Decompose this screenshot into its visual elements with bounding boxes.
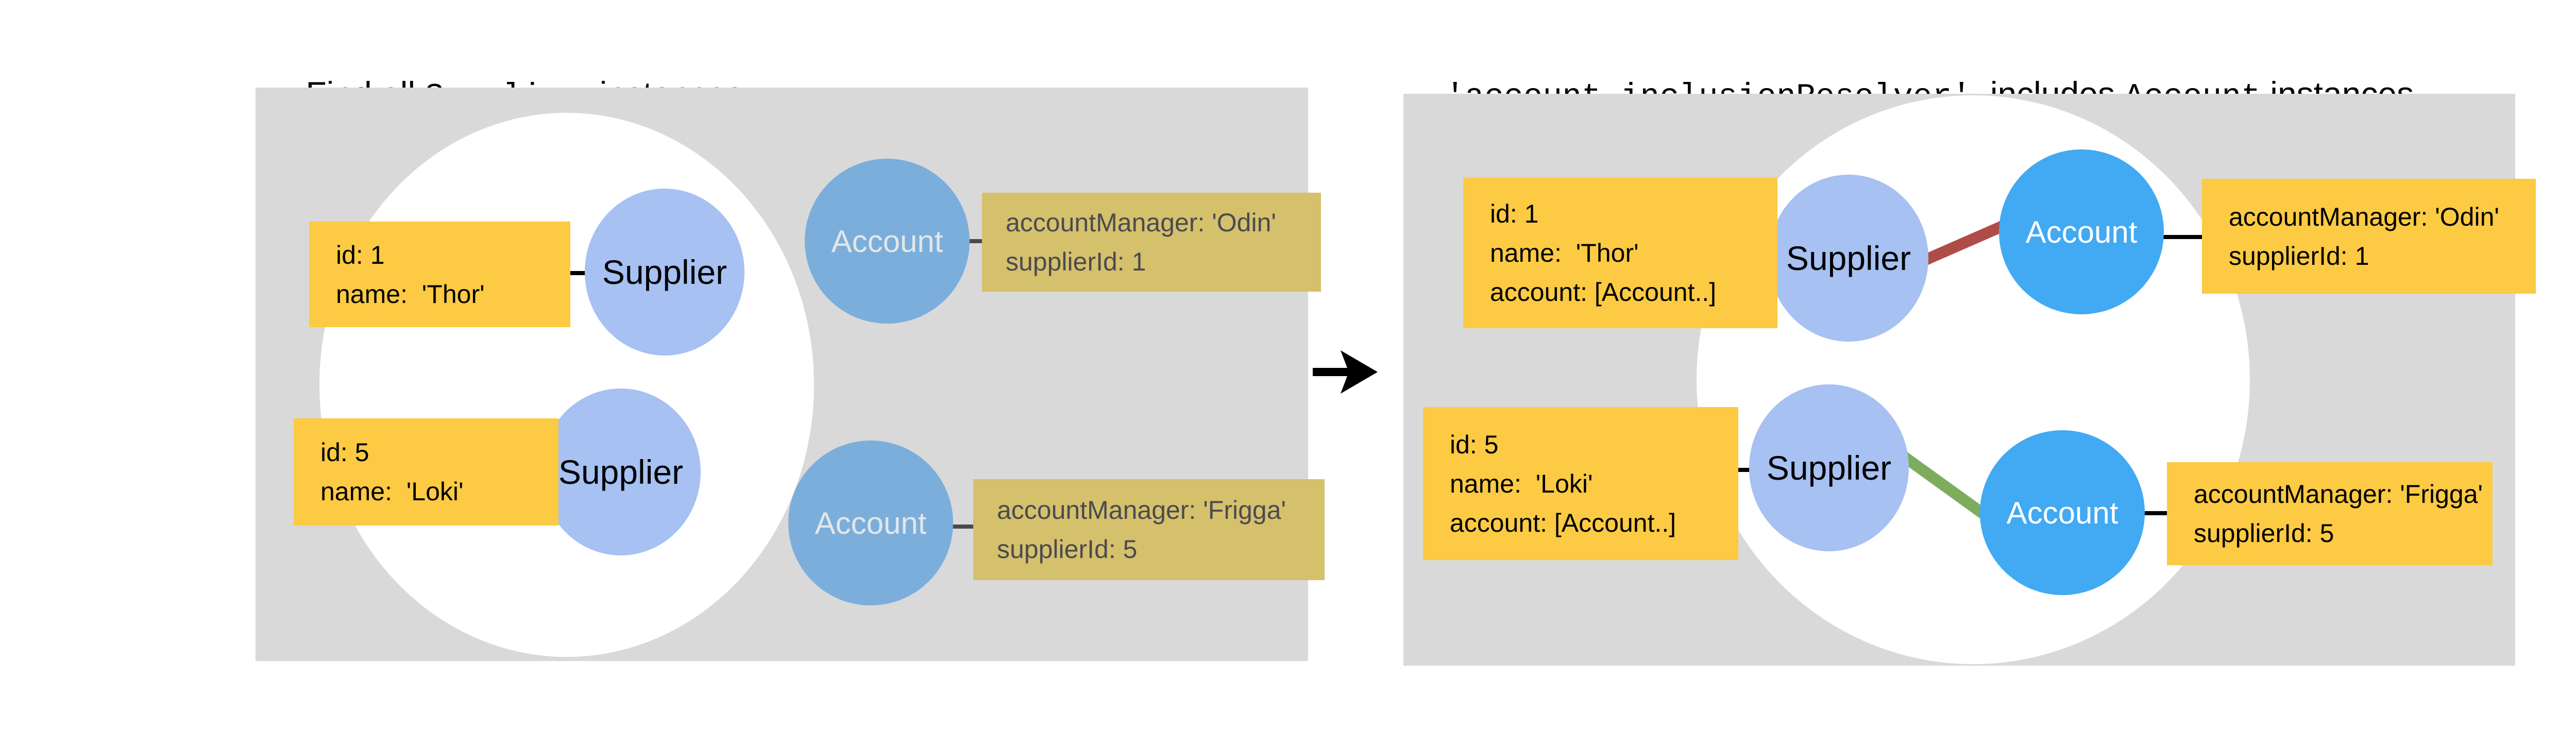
right-frigga-line2: supplierId: 5	[2194, 519, 2334, 548]
right-frigga-label: accountManager: 'Frigga' supplierId: 5	[2167, 462, 2493, 565]
right-supplier2-label: Supplier	[1766, 449, 1892, 487]
right-loki-line2: name: 'Loki'	[1450, 469, 1593, 498]
relation-edge-green	[1892, 446, 1997, 526]
left-account2-node: Account	[788, 441, 953, 605]
left-supplier2-label: Supplier	[558, 453, 684, 491]
right-supplier2-node: Supplier	[1749, 384, 1909, 551]
left-account1-label: Account	[831, 224, 943, 259]
right-supplier1-node: Supplier	[1769, 175, 1928, 342]
left-thor-label: id: 1 name: 'Thor'	[309, 222, 570, 327]
right-account2-node: Account	[1980, 430, 2145, 595]
left-frigga-label: accountManager: 'Frigga' supplierId: 5	[973, 479, 1325, 580]
right-thor-line3: account: [Account..]	[1490, 278, 1717, 307]
left-venn-ellipse	[319, 113, 814, 657]
right-account1-label: Account	[2025, 214, 2138, 249]
right-thor-label: id: 1 name: 'Thor' account: [Account..]	[1463, 178, 1777, 328]
right-odin-line2: supplierId: 1	[2229, 241, 2369, 270]
right-thor-line1: id: 1	[1490, 199, 1539, 228]
right-account1-node: Account	[1999, 149, 2164, 314]
left-loki-line2: name: 'Loki'	[320, 477, 464, 506]
left-account2-label: Account	[815, 505, 927, 540]
left-odin-line2: supplierId: 1	[1006, 247, 1146, 276]
left-thor-line2: name: 'Thor'	[336, 279, 485, 309]
right-odin-line1: accountManager: 'Odin'	[2229, 202, 2499, 231]
right-supplier1-label: Supplier	[1786, 239, 1911, 277]
arrow-right-icon	[1313, 350, 1378, 394]
left-account1-node: Account	[805, 159, 970, 324]
right-thor-line2: name: 'Thor'	[1490, 239, 1639, 267]
left-supplier2-node: Supplier	[541, 388, 701, 555]
right-loki-label: id: 5 name: 'Loki' account: [Account..]	[1423, 407, 1738, 560]
left-thor-line1: id: 1	[336, 240, 385, 269]
left-frigga-line2: supplierId: 5	[997, 535, 1138, 564]
left-loki-line1: id: 5	[320, 438, 369, 467]
right-frigga-line1: accountManager: 'Frigga'	[2194, 480, 2483, 509]
left-supplier1-node: Supplier	[585, 189, 744, 356]
left-odin-line1: accountManager: 'Odin'	[1006, 208, 1276, 237]
right-venn-ellipse	[1697, 95, 2250, 664]
right-odin-label: accountManager: 'Odin' supplierId: 1	[2202, 179, 2536, 294]
right-loki-line1: id: 5	[1450, 430, 1499, 459]
left-odin-label: accountManager: 'Odin' supplierId: 1	[982, 193, 1321, 292]
right-account2-label: Account	[2006, 495, 2119, 530]
left-supplier1-label: Supplier	[602, 253, 727, 291]
left-frigga-line1: accountManager: 'Frigga'	[997, 496, 1286, 525]
right-loki-line3: account: [Account..]	[1450, 508, 1676, 537]
left-loki-label: id: 5 name: 'Loki'	[294, 418, 558, 526]
